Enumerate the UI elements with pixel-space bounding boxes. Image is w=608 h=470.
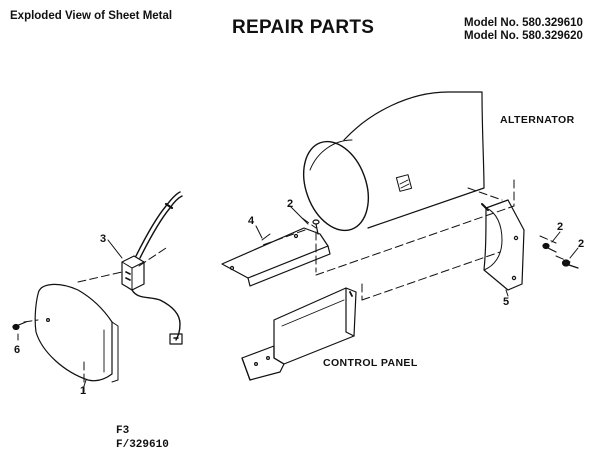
callout-4: 4 (248, 215, 255, 227)
part-3-receptacle (122, 192, 182, 344)
header-caption: Exploded View of Sheet Metal (10, 10, 173, 22)
part-5-end-bracket (482, 200, 524, 290)
control-panel-drawing (242, 288, 356, 380)
callout-2-bracket-screw: 2 (557, 221, 564, 233)
part-2-screw-plate (313, 220, 319, 234)
callout-6: 6 (14, 344, 21, 356)
alternator-drawing (292, 92, 484, 239)
page-title: REPAIR PARTS (232, 17, 375, 38)
part-2-screws-bracket (543, 244, 578, 269)
exploded-view-guide-lines (24, 180, 570, 392)
part-1-side-panel (35, 284, 118, 386)
part-6-screw (13, 322, 26, 330)
model-number-1: Model No. 580.329610 (464, 17, 583, 29)
callout-1: 1 (80, 385, 87, 397)
callout-leaders (18, 206, 578, 340)
control-panel-label: CONTROL PANEL (323, 357, 418, 369)
model-number-2: Model No. 580.329620 (464, 30, 583, 42)
callout-3: 3 (100, 233, 107, 245)
callout-2-plate-screw: 2 (287, 198, 294, 210)
footer-code-2: F/329610 (116, 439, 169, 451)
footer-code-1: F3 (116, 425, 130, 437)
part-4-cover-plate (222, 228, 330, 286)
alternator-label: ALTERNATOR (500, 114, 575, 126)
callout-2-end-screw: 2 (578, 238, 585, 250)
callout-5: 5 (503, 296, 510, 308)
